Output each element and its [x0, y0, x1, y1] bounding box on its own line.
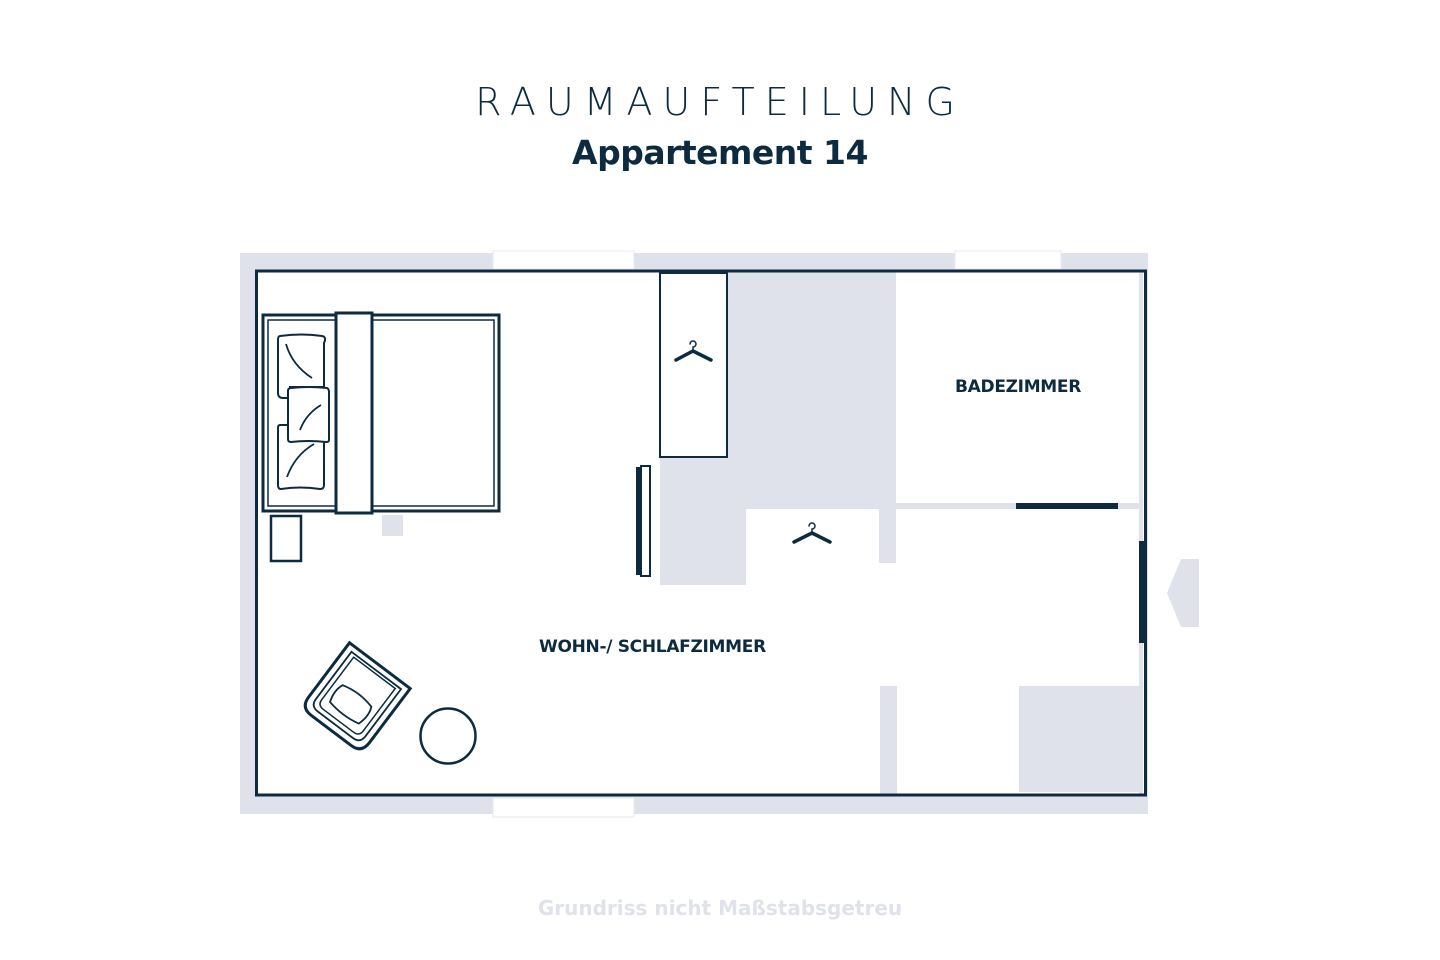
window-bottom: [492, 797, 635, 818]
nightstand-icon: [269, 514, 303, 563]
pillow-icons: [277, 333, 330, 491]
room-label-bathroom: BADEZIMMER: [955, 377, 1082, 397]
coat-rack: [792, 522, 832, 544]
room-label-living-bedroom: WOHN-/ SCHLAFZIMMER: [539, 637, 766, 657]
hanger-icon: [674, 340, 713, 362]
apartment-name: Appartement 14: [572, 133, 868, 172]
scale-disclaimer: Grundriss nicht Maßstabsgetreu: [537, 896, 903, 920]
armchair-icon: [303, 640, 413, 751]
outer-wall: [255, 269, 1147, 797]
bed-icon: [261, 311, 501, 515]
bathroom-door[interactable]: [1016, 503, 1118, 509]
windows: [492, 250, 1062, 818]
window-top-right: [954, 250, 1062, 270]
hanger-icon: [792, 522, 832, 544]
interior-zones: [382, 271, 1143, 794]
plan-heading: RAUMAUFTEILUNG: [475, 80, 965, 124]
entrance-arrow-icon: [1167, 559, 1199, 627]
round-table-icon: [419, 707, 477, 765]
window-top-left: [492, 250, 635, 270]
wardrobe: [659, 272, 728, 458]
tv-icon: [636, 465, 651, 577]
entrance-door[interactable]: [1139, 541, 1146, 643]
